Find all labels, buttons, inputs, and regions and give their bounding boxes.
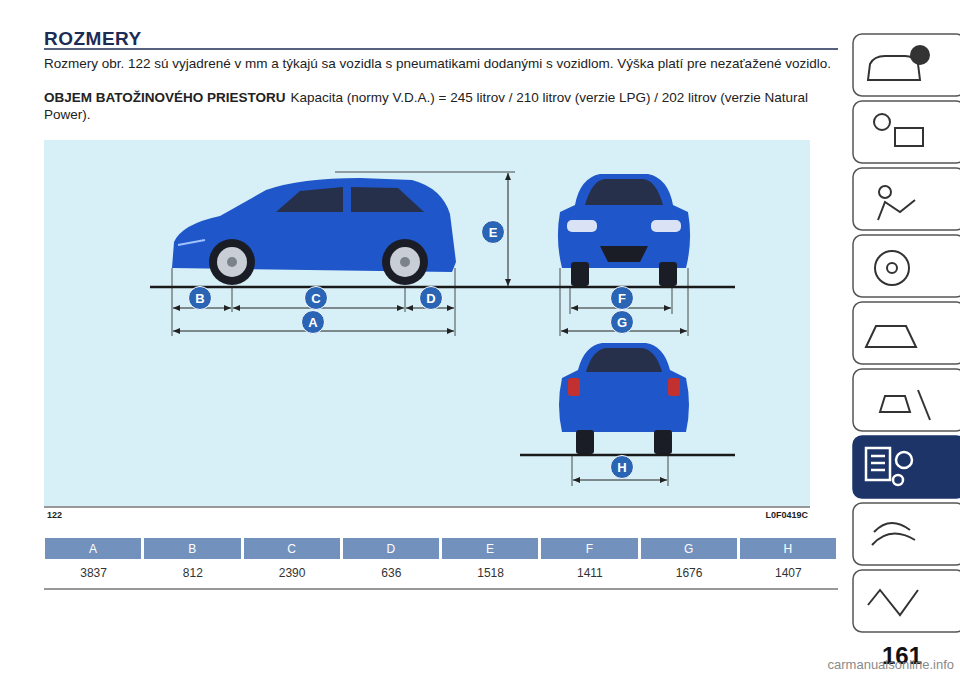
callout-text: E xyxy=(489,225,498,240)
header-text: F xyxy=(586,542,593,556)
table-header-cell: E xyxy=(442,538,538,559)
table-value: 1676 xyxy=(640,566,739,580)
figure-number: 122 xyxy=(47,510,62,520)
callout-letter: D xyxy=(419,286,443,310)
callout-letter: F xyxy=(610,286,634,310)
ground-line xyxy=(150,286,735,289)
callout-text: F xyxy=(618,291,626,306)
extension-lines xyxy=(172,172,688,486)
table-value: 3837 xyxy=(44,566,143,580)
callout-letter: E xyxy=(481,220,505,244)
table-header-cell: D xyxy=(343,538,439,559)
header-text: B xyxy=(188,542,196,556)
table-value: 1518 xyxy=(441,566,540,580)
table-header-cell: F xyxy=(541,538,637,559)
header-text: D xyxy=(387,542,396,556)
car-rear-view xyxy=(559,343,689,454)
table-header-cell: C xyxy=(244,538,340,559)
body-paragraph: Rozmery obr. 122 sú vyjadrené v mm a týk… xyxy=(44,55,834,72)
table-value: 1411 xyxy=(540,566,639,580)
title-rule xyxy=(44,48,838,50)
header-text: A xyxy=(89,542,97,556)
header-text: H xyxy=(784,542,793,556)
table-value: 2390 xyxy=(243,566,342,580)
car-side-view xyxy=(172,178,456,285)
table-value: 636 xyxy=(342,566,441,580)
callout-letter: A xyxy=(301,310,325,334)
callout-text: H xyxy=(617,460,626,475)
callout-text: B xyxy=(195,291,204,306)
figure-ground xyxy=(44,140,810,506)
table-header-cell: H xyxy=(740,538,836,559)
callout-letter: C xyxy=(304,286,328,310)
callout-letter: B xyxy=(188,286,212,310)
luggage-paragraph: OBJEM BATOŽINOVÉHO PRIESTORUKapacita (no… xyxy=(44,89,834,123)
table-header-cell: B xyxy=(144,538,240,559)
header-text: E xyxy=(486,542,494,556)
figure-code: L0F0419C xyxy=(765,510,808,520)
table-header-cell: G xyxy=(641,538,737,559)
callout-text: A xyxy=(308,315,317,330)
table-rule xyxy=(44,589,838,590)
table-header-cell: A xyxy=(45,538,141,559)
table-value: 812 xyxy=(143,566,242,580)
callout-text: G xyxy=(617,315,627,330)
callout-text: C xyxy=(311,291,320,306)
dimension-lines xyxy=(173,173,687,480)
car-front-view xyxy=(558,174,690,286)
table-value: 1407 xyxy=(739,566,838,580)
callout-letter: G xyxy=(610,310,634,334)
callout-letter: H xyxy=(610,455,634,479)
header-text: G xyxy=(684,542,693,556)
sidebar-tabs xyxy=(853,34,960,632)
callout-text: D xyxy=(426,291,435,306)
section-heading: OBJEM BATOŽINOVÉHO PRIESTORU xyxy=(44,90,286,105)
watermark: carmanualsonline.info xyxy=(828,657,954,672)
header-text: C xyxy=(287,542,296,556)
page-title: ROZMERY xyxy=(44,28,142,50)
figure-rule xyxy=(44,507,810,508)
